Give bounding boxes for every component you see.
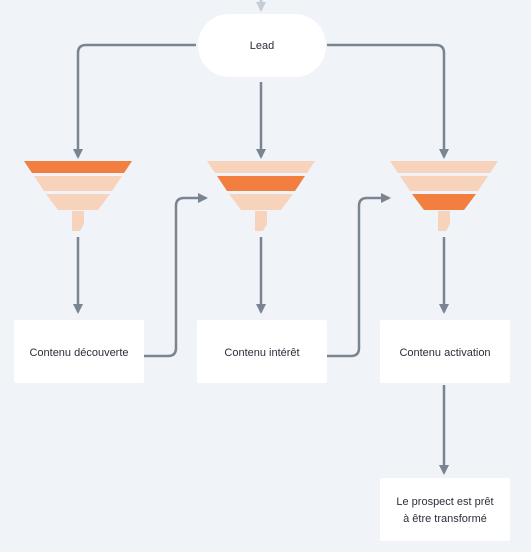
funnel-level-1 — [207, 161, 315, 173]
connectors — [73, 43, 449, 475]
connector-lead-discovery — [73, 43, 196, 159]
activation-label: Contenu activation — [399, 347, 490, 359]
funnel-level-1 — [24, 161, 132, 173]
funnel-level-3 — [46, 194, 110, 210]
funnel-level-3 — [412, 194, 476, 210]
funnel-spout — [255, 211, 267, 231]
funnel-level-2 — [34, 176, 122, 191]
interest-label: Contenu intérêt — [224, 347, 299, 359]
discovery-node: Contenu découverte — [14, 320, 144, 383]
interest-funnel — [207, 161, 315, 231]
funnel-level-2 — [217, 176, 305, 191]
funnel-spout — [438, 211, 450, 231]
activation-funnel — [390, 161, 498, 231]
interest-node: Contenu intérêt — [197, 320, 327, 383]
connector-discovery-funnel2 — [144, 193, 208, 358]
funnel-level-1 — [390, 161, 498, 173]
final-node: Le prospect est prêt à être transformé — [380, 478, 510, 541]
connector-lead-activation — [327, 43, 449, 159]
discovery-funnel — [24, 161, 132, 231]
final-label-line2: à être transformé — [403, 513, 487, 525]
funnel-level-2 — [400, 176, 488, 191]
lead-label: Lead — [250, 40, 274, 52]
funnel-level-3 — [229, 194, 293, 210]
final-label-line1: Le prospect est prêt — [396, 496, 493, 508]
activation-node: Contenu activation — [380, 320, 510, 383]
discovery-label: Contenu découverte — [29, 347, 128, 359]
lead-node: Lead — [198, 14, 326, 77]
funnel-spout — [72, 211, 84, 231]
connector-interest-funnel3 — [327, 193, 391, 358]
